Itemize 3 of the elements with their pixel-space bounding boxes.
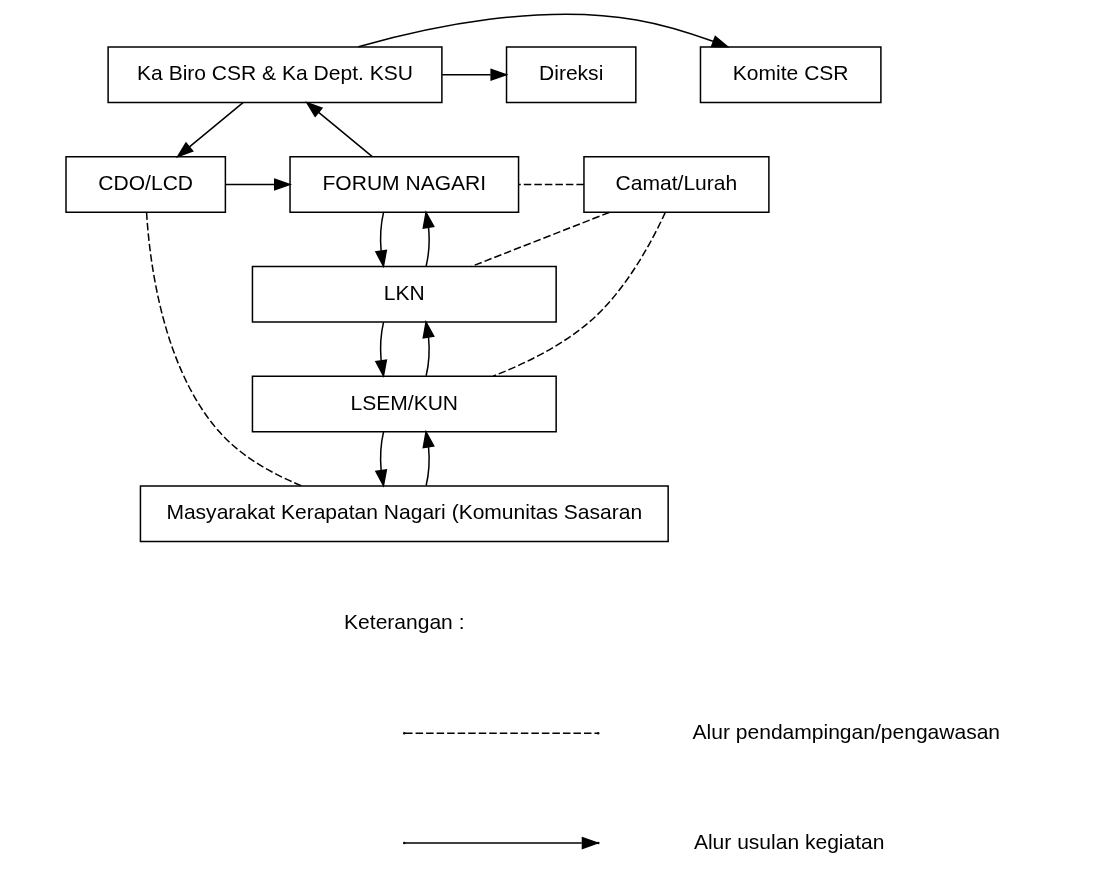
legend-label: Alur usulan kegiatan <box>693 829 884 853</box>
legend-label: Alur pendampingan/pengawasan <box>692 719 1000 743</box>
label: Keterangan : <box>343 610 465 634</box>
